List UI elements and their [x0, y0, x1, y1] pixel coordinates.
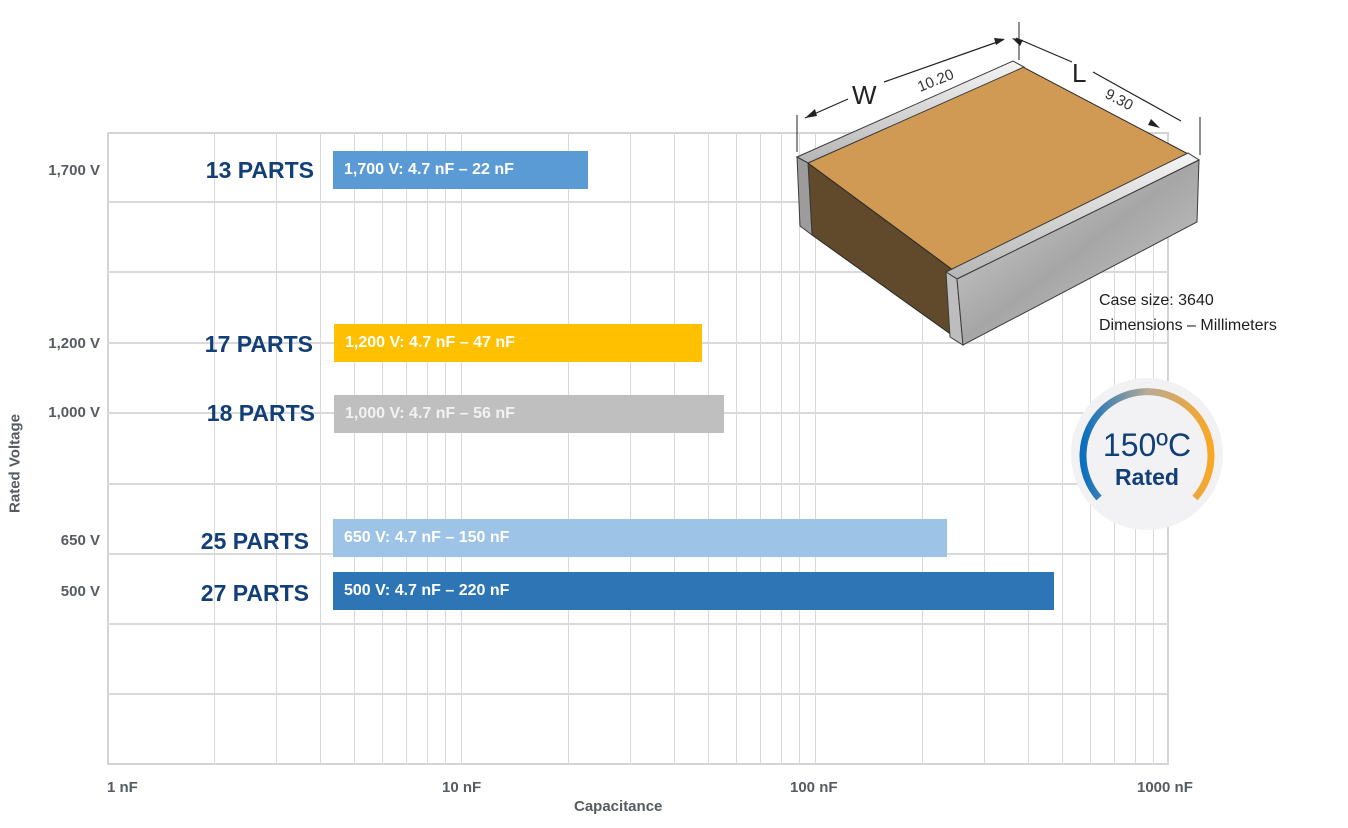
v-gridline: [984, 132, 985, 765]
v-gridline: [354, 132, 355, 765]
parts-count-1200v: 17 PARTS: [204, 331, 313, 357]
v-gridline: [736, 132, 737, 765]
h-gridline: [107, 623, 1169, 625]
v-gridline: [1062, 132, 1063, 765]
x-tick-10nf: 10 nF: [442, 779, 482, 796]
v-gridline: [799, 132, 800, 765]
y-tick-1200v: 1,200 V: [48, 335, 100, 352]
dimensions-unit-text: Dimensions – Millimeters: [1099, 317, 1277, 334]
bar-500v: 500 V: 4.7 nF – 220 nF: [333, 572, 1054, 610]
v-gridline: [568, 132, 569, 765]
v-gridline: [214, 132, 215, 765]
h-gridline: [107, 693, 1169, 695]
case-size-text: Case size: 3640: [1099, 292, 1214, 309]
v-gridline: [1028, 132, 1029, 765]
v-gridline: [674, 132, 675, 765]
x-tick-100nf: 100 nF: [790, 779, 838, 796]
length-value: 9.30: [1102, 86, 1136, 115]
x-tick-1nf: 1 nF: [107, 779, 138, 796]
capacitor-chip-illustration: W L 10.20 9.30: [795, 22, 1201, 346]
v-gridline: [922, 132, 923, 765]
v-gridline: [406, 132, 407, 765]
parts-count-1700v: 13 PARTS: [205, 157, 314, 183]
badge-rated: Rated: [1115, 464, 1179, 490]
bar-650v: 650 V: 4.7 nF – 150 nF: [333, 519, 947, 557]
h-gridline: [107, 201, 1169, 203]
bar-1000v: 1,000 V: 4.7 nF – 56 nF: [334, 395, 724, 433]
bar-1200v: 1,200 V: 4.7 nF – 47 nF: [334, 324, 702, 362]
v-gridline: [276, 132, 277, 765]
width-label: W: [852, 80, 877, 110]
length-label: L: [1072, 58, 1086, 88]
v-gridline: [815, 132, 816, 765]
v-gridline: [630, 132, 631, 765]
h-gridline: [107, 483, 1169, 485]
parts-count-500v: 27 PARTS: [200, 580, 309, 606]
y-axis-title: Rated Voltage: [6, 414, 24, 513]
x-tick-1000nf: 1000 nF: [1137, 779, 1193, 796]
parts-count-1000v: 18 PARTS: [206, 400, 315, 426]
v-gridline: [445, 132, 446, 765]
v-gridline: [320, 132, 321, 765]
h-gridline: [107, 271, 1169, 273]
y-tick-1700v: 1,700 V: [48, 162, 100, 179]
bar-1700v: 1,700 V: 4.7 nF – 22 nF: [333, 151, 588, 189]
parts-count-650v: 25 PARTS: [200, 528, 309, 554]
v-gridline: [781, 132, 782, 765]
v-gridline: [461, 132, 462, 765]
x-axis-title: Capacitance: [574, 798, 663, 815]
temperature-rating-badge: 150ºC Rated: [1071, 378, 1223, 530]
y-tick-650v: 650 V: [60, 532, 100, 549]
badge-temperature: 150ºC: [1103, 427, 1191, 463]
y-tick-1000v: 1,000 V: [48, 404, 100, 421]
v-gridline: [382, 132, 383, 765]
v-gridline: [708, 132, 709, 765]
case-size-note: Case size: 3640 Dimensions – Millimeters: [1099, 288, 1277, 338]
y-tick-500v: 500 V: [60, 583, 100, 600]
v-gridline: [760, 132, 761, 765]
v-gridline: [427, 132, 428, 765]
